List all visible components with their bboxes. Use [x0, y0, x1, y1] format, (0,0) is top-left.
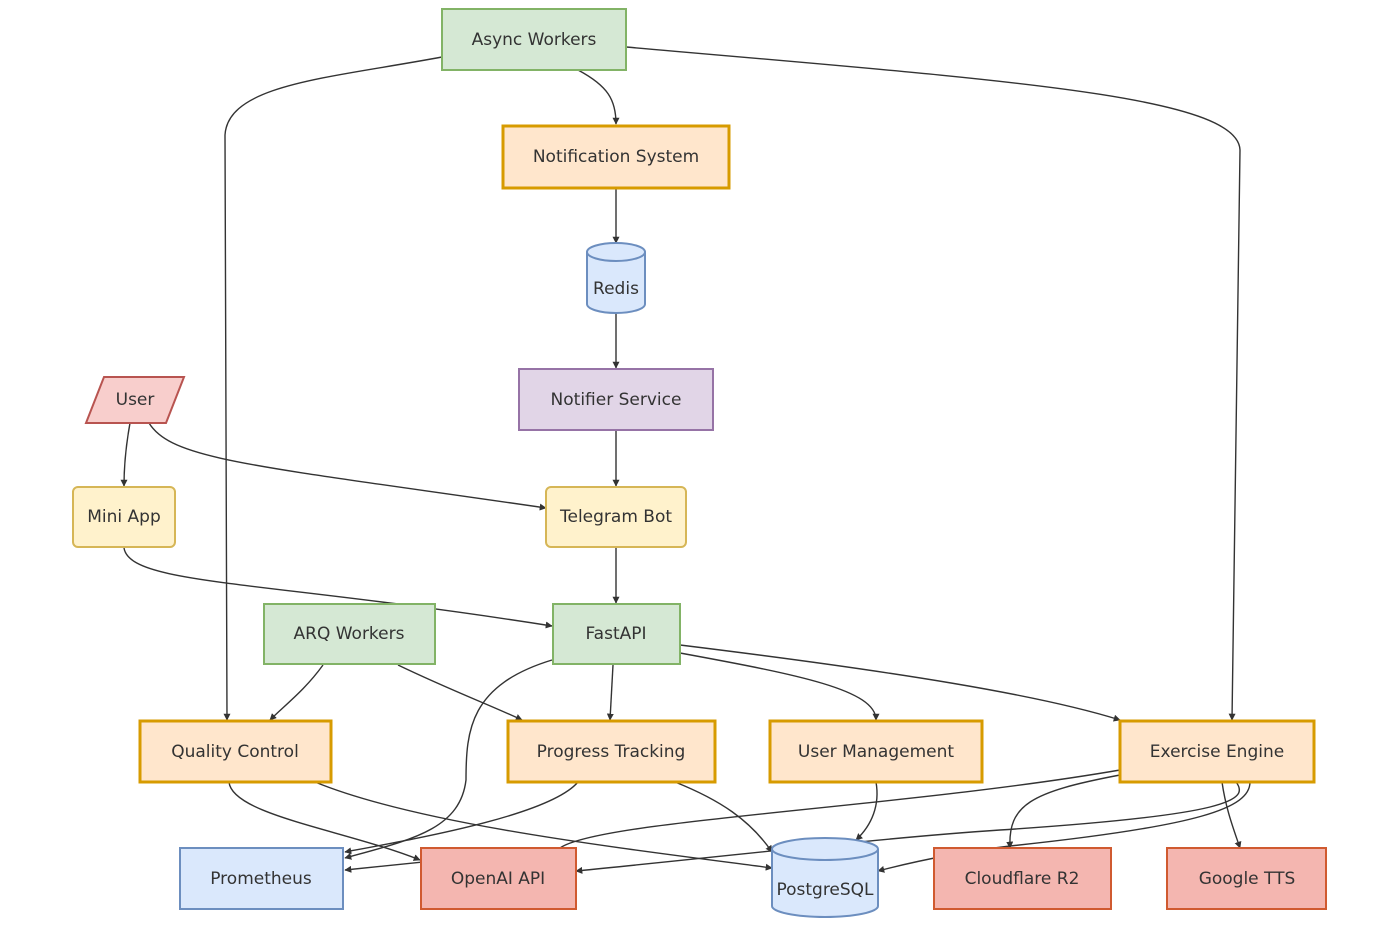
edge-arq-workers-to-quality-control [269, 664, 324, 721]
edge-exercise-engine-to-google-tts [1221, 781, 1242, 849]
node-label: Progress Tracking [537, 742, 686, 762]
node-label: PostgreSQL [776, 880, 874, 900]
node-progress-tracking[interactable]: Progress Tracking [506, 719, 717, 784]
nodes-layer: Async Workers Notification System Redis … [72, 8, 1327, 918]
edge-async-workers-to-notification-system [577, 69, 620, 125]
node-label: FastAPI [585, 624, 646, 644]
node-label: Exercise Engine [1150, 742, 1284, 762]
edge-exercise-engine-to-openai-api [575, 781, 1240, 874]
node-label: User [116, 390, 155, 410]
node-label: Telegram Bot [559, 507, 672, 527]
node-user[interactable]: User [84, 376, 186, 424]
edge-mini-app-to-fastapi [123, 547, 553, 629]
edge-arq-workers-to-progress-tracking [397, 664, 523, 721]
node-notifier-service[interactable]: Notifier Service [518, 368, 714, 431]
edge-async-workers-to-quality-control [223, 56, 443, 721]
edge-user-to-mini-app [120, 422, 131, 487]
edge-user-management-to-postgresql [855, 781, 878, 841]
node-fastapi[interactable]: FastAPI [552, 603, 681, 665]
node-label: Cloudflare R2 [965, 869, 1080, 889]
edge-exercise-engine-to-prometheus [344, 769, 1121, 873]
node-openai-api[interactable]: OpenAI API [420, 847, 577, 910]
edges-layer [120, 46, 1251, 874]
node-redis[interactable]: Redis [586, 242, 646, 314]
node-label: Notification System [533, 147, 699, 167]
node-cloudflare-r2[interactable]: Cloudflare R2 [933, 847, 1112, 910]
node-label: Prometheus [210, 869, 312, 889]
node-label: Notifier Service [551, 390, 682, 410]
node-prometheus[interactable]: Prometheus [179, 847, 344, 910]
node-exercise-engine[interactable]: Exercise Engine [1118, 719, 1316, 784]
node-label: Async Workers [472, 30, 597, 50]
node-label: ARQ Workers [294, 624, 405, 644]
edge-exercise-engine-to-cloudflare-r2 [1006, 774, 1121, 849]
node-user-management[interactable]: User Management [768, 719, 984, 784]
node-label: Quality Control [171, 742, 299, 762]
node-async-workers[interactable]: Async Workers [441, 8, 627, 71]
node-label: Redis [593, 279, 639, 299]
node-telegram-bot[interactable]: Telegram Bot [545, 486, 687, 548]
edge-progress-tracking-to-prometheus [344, 781, 579, 855]
edge-fastapi-to-user-management [679, 652, 880, 721]
edge-quality-control-to-openai-api [228, 781, 421, 861]
edge-quality-control-to-postgresql [314, 781, 773, 871]
node-label: User Management [798, 742, 954, 762]
edge-exercise-engine-to-postgresql [877, 781, 1251, 873]
node-label: OpenAI API [451, 869, 545, 889]
node-quality-control[interactable]: Quality Control [138, 719, 333, 784]
edge-user-to-telegram-bot [148, 422, 547, 511]
node-label: Google TTS [1199, 869, 1296, 889]
node-notification-system[interactable]: Notification System [501, 124, 731, 190]
node-google-tts[interactable]: Google TTS [1166, 847, 1327, 910]
node-label: Mini App [87, 507, 161, 527]
edge-fastapi-to-exercise-engine [679, 644, 1121, 722]
node-arq-workers[interactable]: ARQ Workers [263, 603, 436, 665]
node-mini-app[interactable]: Mini App [72, 486, 176, 548]
edge-fastapi-to-progress-tracking [606, 664, 614, 721]
node-postgresql[interactable]: PostgreSQL [771, 837, 879, 918]
edge-progress-tracking-to-postgresql [674, 781, 773, 853]
edge-async-workers-to-exercise-engine [625, 46, 1241, 721]
